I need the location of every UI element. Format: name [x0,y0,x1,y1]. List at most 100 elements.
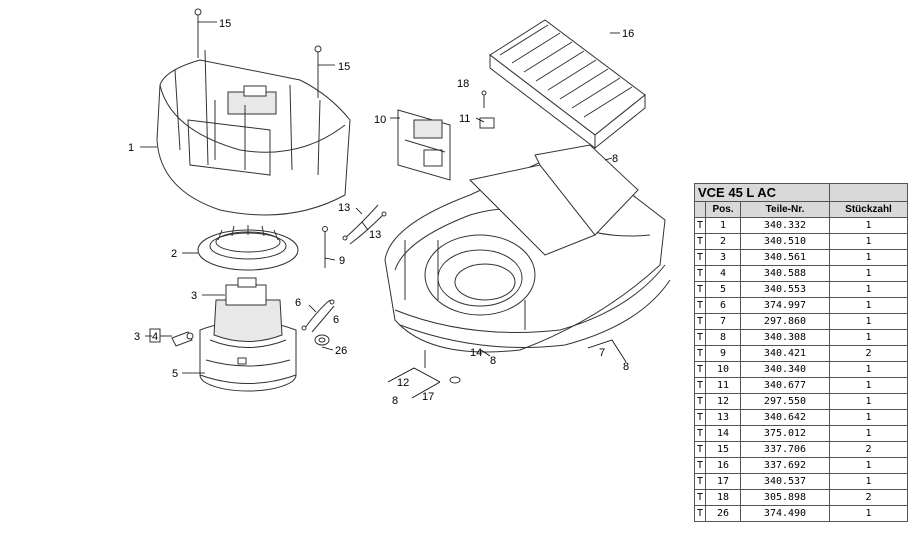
part-number-cell: 337.706 [740,441,830,458]
callout-10: 10 [374,114,386,126]
part-cable-6 [301,299,335,333]
type-cell: T [694,361,706,378]
part-number-cell: 340.510 [740,233,830,250]
quantity-cell: 1 [829,297,908,314]
type-cell: T [694,425,706,442]
type-cell: T [694,329,706,346]
part-cable-13 [342,204,387,245]
quantity-cell: 1 [829,409,908,426]
callout-15: 15 [338,61,350,73]
part-base-8 [384,144,671,353]
callout-3: 3 [191,290,197,302]
pos-cell: 2 [705,233,741,250]
pos-cell: 3 [705,249,741,266]
pos-cell: 26 [705,505,741,522]
callout-9: 9 [339,255,345,267]
pos-cell: 17 [705,473,741,490]
quantity-cell: 1 [829,329,908,346]
leader-lines [140,21,627,399]
pos-cell: 18 [705,489,741,506]
pos-cell: 12 [705,393,741,410]
pos-cell: 15 [705,441,741,458]
type-cell: T [694,489,706,506]
callout-12: 12 [397,377,409,389]
type-cell: T [694,377,706,394]
header-quantity: Stückzahl [829,201,908,218]
type-cell: T [694,345,706,362]
callout-13: 13 [369,229,381,241]
callout-16: 16 [622,28,634,40]
callout-labels: 1 2 3 3 4 5 15 15 10 11 18 16 8 13 13 9 … [128,18,634,407]
part-washer-17 [449,376,461,384]
pos-cell: 7 [705,313,741,330]
callout-8: 8 [490,355,496,367]
part-number-cell: 340.561 [740,249,830,266]
type-cell: T [694,233,706,250]
callout-8: 8 [392,395,398,407]
pos-cell: 5 [705,281,741,298]
type-cell: T [694,313,706,330]
callout-6: 6 [295,297,301,309]
type-cell: T [694,265,706,282]
pos-cell: 13 [705,409,741,426]
type-cell: T [694,393,706,410]
quantity-cell: 1 [829,457,908,474]
part-screw-15-left [194,8,202,58]
part-number-cell: 340.308 [740,329,830,346]
part-screw-15-right [314,45,322,98]
part-number-cell: 305.898 [740,489,830,506]
pos-cell: 1 [705,217,741,234]
type-cell: T [694,217,706,234]
callout-1: 1 [128,142,134,154]
model-title: VCE 45 L AC [694,183,830,202]
part-connector [171,331,194,347]
part-motor-ring [197,225,299,271]
part-number-cell: 340.677 [740,377,830,394]
pos-cell: 6 [705,297,741,314]
part-number-cell: 297.860 [740,313,830,330]
type-cell: T [694,457,706,474]
type-cell: T [694,505,706,522]
quantity-cell: 1 [829,377,908,394]
part-number-cell: 337.692 [740,457,830,474]
pos-cell: 11 [705,377,741,394]
part-upper-housing [156,49,351,216]
type-cell: T [694,297,706,314]
pos-cell: 9 [705,345,741,362]
part-number-cell: 340.588 [740,265,830,282]
quantity-cell: 1 [829,473,908,490]
type-cell: T [694,473,706,490]
pos-cell: 14 [705,425,741,442]
callout-15: 15 [219,18,231,30]
callout-8: 8 [623,361,629,373]
pos-cell: 10 [705,361,741,378]
callout-8: 8 [612,153,618,165]
type-cell: T [694,409,706,426]
callout-2: 2 [171,248,177,260]
part-number-cell: 375.012 [740,425,830,442]
quantity-cell: 1 [829,281,908,298]
quantity-cell: 1 [829,249,908,266]
quantity-cell: 1 [829,425,908,442]
callout-13: 13 [338,202,350,214]
callout-7: 7 [599,347,605,359]
type-cell: T [694,441,706,458]
part-number-cell: 340.553 [740,281,830,298]
callout-3: 3 [134,331,140,343]
quantity-cell: 1 [829,265,908,282]
quantity-cell: 1 [829,313,908,330]
